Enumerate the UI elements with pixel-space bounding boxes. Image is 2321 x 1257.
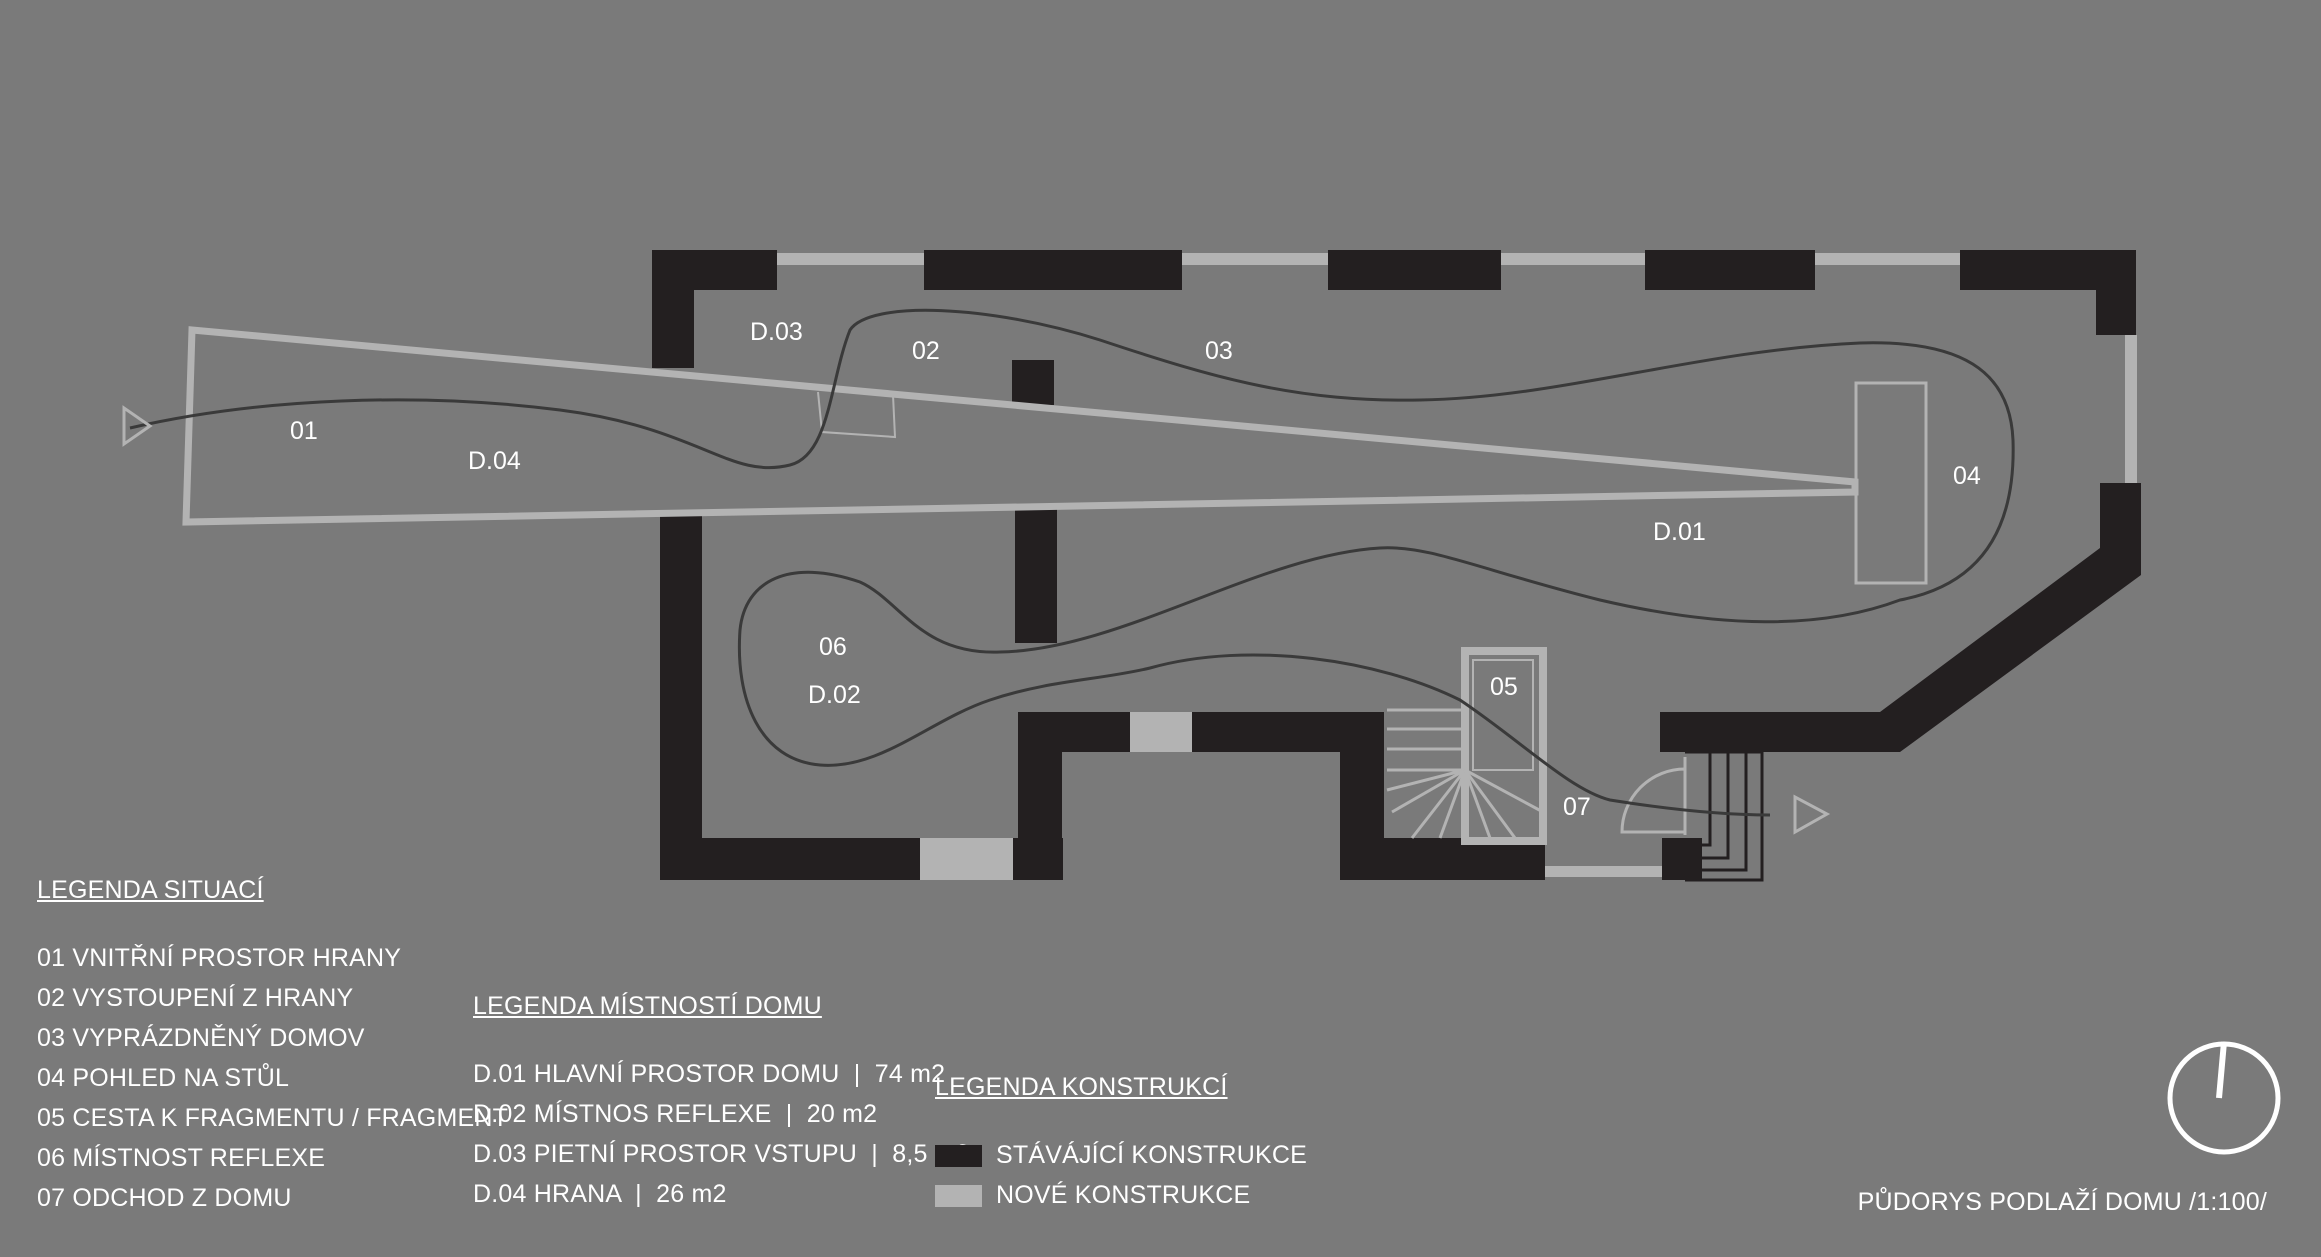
exit-arrow-icon [1793, 794, 1831, 835]
visitor-route [129, 308, 2015, 817]
legend-room-item: D.04 HRANA | 26 m2 [473, 1180, 727, 1208]
label-07: 07 [1563, 793, 1591, 821]
legend-situation-item: 01 VNITŘNÍ PROSTOR HRANY [37, 944, 402, 972]
legend-situations-heading: LEGENDA SITUACÍ [37, 876, 264, 904]
legend-situations: LEGENDA SITUACÍ 01 VNITŘNÍ PROSTOR HRANY… [37, 870, 508, 1218]
label-04: 04 [1953, 462, 1981, 490]
legend-new-construction: NOVÉ KONSTRUKCE [935, 1175, 1307, 1215]
label-03: 03 [1205, 337, 1233, 365]
legend-room-item: D.02 MÍSTNOS REFLEXE | 20 m2 [473, 1100, 878, 1128]
legend-constructions-heading: LEGENDA KONSTRUKCÍ [935, 1073, 1228, 1101]
edge-wedge [182, 326, 1859, 526]
label-d03: D.03 [750, 318, 803, 346]
label-d01: D.01 [1653, 518, 1706, 546]
legend-situation-item: 05 CESTA K FRAGMENTU / FRAGMENT [37, 1104, 509, 1132]
staircase [1386, 647, 1547, 845]
label-02: 02 [912, 337, 940, 365]
drawing-title: PŮDORYS PODLAŽÍ DOMU /1:100/ [1857, 1188, 2267, 1216]
legend-situation-item: 07 ODCHOD Z DOMU [37, 1184, 292, 1212]
existing-construction-swatch [935, 1145, 982, 1168]
legend-room-item: D.01 HLAVNÍ PROSTOR DOMU | 74 m2 [473, 1060, 946, 1088]
legend-constructions: LEGENDA KONSTRUKCÍ STÁVÁJÍCÍ KONSTRUKCE … [935, 1067, 1307, 1215]
legend-situation-item: 02 VYSTOUPENÍ Z HRANY [37, 984, 354, 1012]
legend-situation-item: 03 VYPRÁZDNĚNÝ DOMOV [37, 1024, 365, 1052]
legend-room-item: D.03 PIETNÍ PROSTOR VSTUPU | 8,5 m2 [473, 1140, 970, 1168]
legend-rooms: LEGENDA MÍSTNOSTÍ DOMU D.01 HLAVNÍ PROST… [473, 986, 970, 1214]
existing-walls [652, 250, 2141, 880]
legend-situation-item: 04 POHLED NA STŮL [37, 1064, 290, 1092]
table-outline [1854, 381, 1928, 585]
edge-wedge-thin [817, 391, 897, 439]
label-06: 06 [819, 633, 847, 661]
entrance-door [1620, 757, 1687, 835]
label-05: 05 [1490, 673, 1518, 701]
label-d02: D.02 [808, 681, 861, 709]
legend-existing-construction: STÁVÁJÍCÍ KONSTRUKCE [935, 1135, 1307, 1175]
new-walls [777, 253, 2137, 880]
legend-rooms-heading: LEGENDA MÍSTNOSTÍ DOMU [473, 992, 822, 1020]
entry-arrow-icon [122, 405, 153, 447]
north-compass-icon [2167, 1041, 2281, 1155]
new-construction-label: NOVÉ KONSTRUKCE [996, 1181, 1251, 1209]
legend-situation-item: 06 MÍSTNOST REFLEXE [37, 1144, 326, 1172]
label-d04: D.04 [468, 447, 521, 475]
label-01: 01 [290, 417, 318, 445]
new-construction-swatch [935, 1185, 982, 1208]
existing-construction-label: STÁVÁJÍCÍ KONSTRUKCE [996, 1141, 1307, 1169]
